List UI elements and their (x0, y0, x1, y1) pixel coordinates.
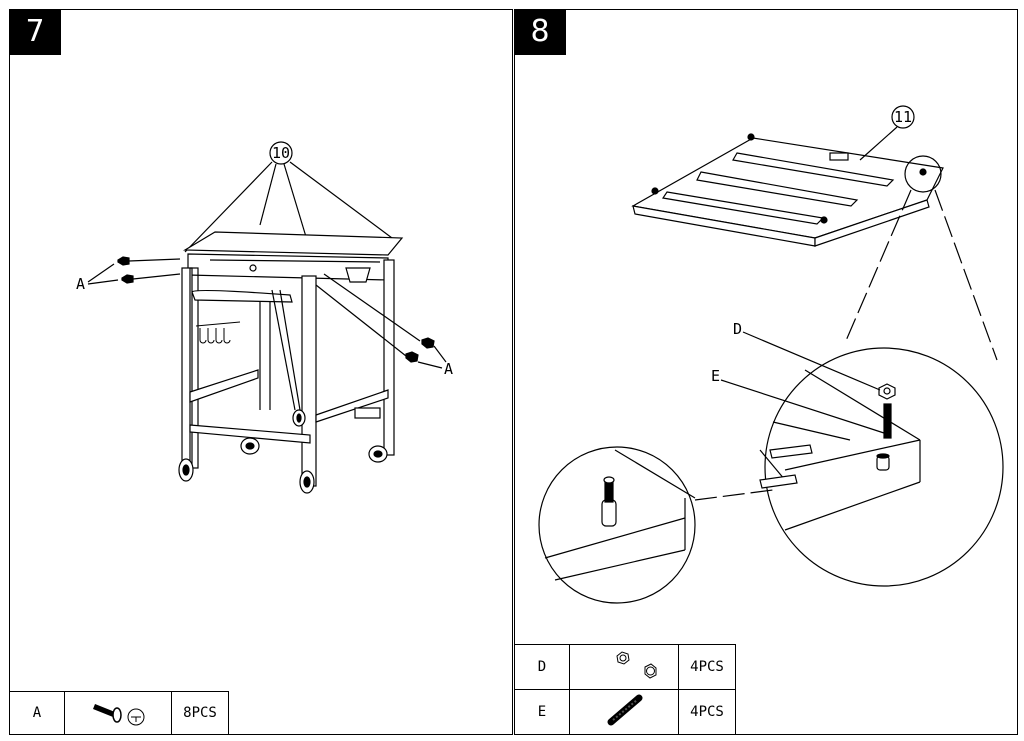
svg-text:D: D (733, 320, 742, 338)
part-id: D (514, 644, 570, 690)
screw-callout-left: A (76, 256, 181, 293)
part-id: E (514, 689, 570, 735)
svg-text:A: A (444, 360, 453, 378)
step-7-panel: 7 10 (9, 9, 513, 735)
lid-panel (631, 133, 944, 247)
part-callout-10: 10 (184, 141, 393, 253)
part-callout-11: 11 (859, 105, 915, 161)
step-number-badge: 8 (514, 9, 566, 55)
part-quantity: 8PCS (171, 691, 229, 735)
threaded-stud-icon (569, 689, 679, 735)
lid-assembly-drawing: 11 D E (538, 105, 1004, 604)
caster-wheels (178, 409, 388, 494)
part-quantity: 4PCS (678, 644, 736, 690)
step-8-panel: 8 11 (514, 9, 1018, 735)
parts-table: D 4PCS E 4PCS (514, 644, 736, 735)
bolt-icon (64, 691, 172, 735)
hex-nut-icon (569, 644, 679, 690)
step-number-badge: 7 (9, 9, 61, 55)
screw-callout-right: A (315, 273, 453, 378)
part-quantity: 4PCS (678, 689, 736, 735)
detail-view-small (538, 446, 774, 604)
table-row: A 8PCS (9, 691, 229, 735)
table-row: D 4PCS (514, 644, 736, 690)
table-row: E 4PCS (514, 689, 736, 735)
cart-frame (181, 231, 404, 487)
svg-text:11: 11 (894, 108, 912, 126)
parts-table: A 8PCS (9, 691, 229, 735)
part-id: A (9, 691, 65, 735)
svg-text:10: 10 (272, 144, 290, 162)
detail-view-large: D E (711, 320, 1004, 587)
svg-text:A: A (76, 275, 85, 293)
svg-text:E: E (711, 367, 720, 385)
cart-assembly-drawing: 10 (76, 141, 453, 494)
